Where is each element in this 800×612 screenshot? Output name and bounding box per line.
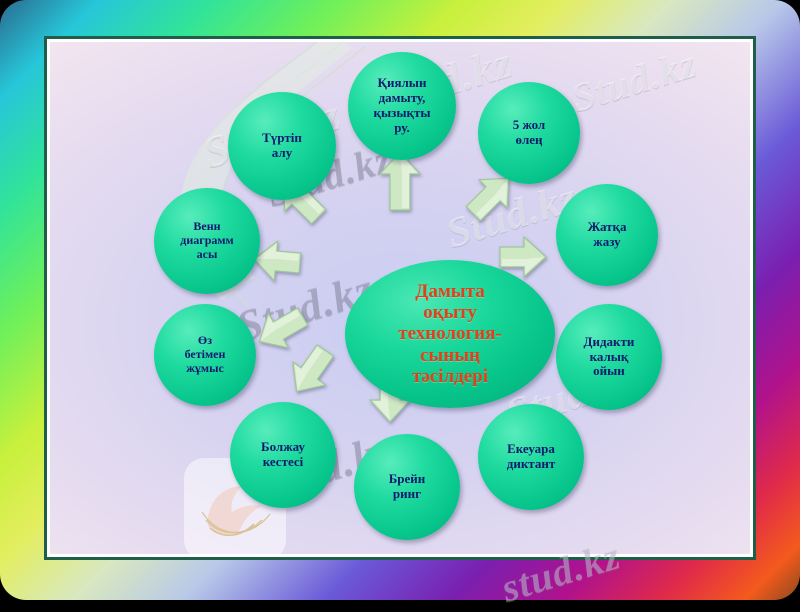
arrow-to-oz-betimen-zhumys [258, 307, 309, 349]
node-zhatqa-zhazu-label: Жатқа жазу [579, 219, 634, 250]
node-line: ринг [392, 486, 422, 501]
node-brein-ring[interactable]: Брейн ринг [354, 434, 460, 540]
node-venn-diagrammasy-label: Венн диаграмм асы [172, 220, 241, 261]
center-node[interactable]: Дамыта оқыту технология- сының тәсілдері [345, 260, 555, 408]
node-zhatqa-zhazu[interactable]: Жатқа жазу [556, 184, 658, 286]
node-line: ру. [394, 119, 410, 135]
node-didaktikalyq-oiyn[interactable]: Дидакти калық ойын [556, 304, 662, 410]
diagram-panel: Stud.kz - Stud.kz Stud.kz Stud.kz Stud.k… [50, 42, 750, 554]
node-didaktikalyq-oiyn-label: Дидакти калық ойын [576, 333, 643, 379]
node-line: дамыту, [378, 90, 426, 106]
node-bolzhau-kestesi-label: Болжау кестесі [253, 439, 313, 470]
center-line-4: сының [420, 344, 480, 366]
node-line: диктант [506, 456, 556, 471]
node-line: бетімен [184, 347, 226, 362]
center-line-2: оқыту [423, 302, 477, 324]
center-line-1: Дамыта [415, 280, 485, 302]
node-line: қызықты [373, 105, 431, 120]
arrow-to-bes-zhol-olen [465, 177, 510, 222]
node-kiyalyn-damytu-label: Қиялын дамыту, қызықты ру. [365, 76, 438, 135]
node-line: Венн [193, 219, 221, 234]
watermark: Stud.kz [566, 42, 702, 121]
arrow-to-bolzhau-kestesi [292, 343, 335, 393]
node-line: жазу [593, 234, 621, 249]
node-line: алу [271, 145, 293, 160]
node-line: кестесі [262, 454, 304, 469]
node-line: асы [196, 246, 218, 261]
node-turtip-alu-label: Түртіп алу [254, 130, 310, 161]
node-line: Болжау [261, 439, 305, 455]
center-line-5: тәсілдері [411, 365, 489, 387]
node-ekeuara-diktant-label: Екеуара диктант [499, 441, 563, 472]
node-line: 5 жол [512, 117, 546, 133]
arrow-to-zhatqa-zhazu [499, 235, 547, 279]
node-kiyalyn-damytu[interactable]: Қиялын дамыту, қызықты ру. [348, 52, 456, 160]
center-line-3: технология- [398, 323, 502, 345]
node-turtip-alu[interactable]: Түртіп алу [228, 92, 336, 200]
node-bes-zhol-olen-label: 5 жол өлең [505, 117, 553, 148]
node-bolzhau-kestesi[interactable]: Болжау кестесі [230, 402, 336, 508]
node-oz-betimen-zhumys[interactable]: Өз бетімен жұмыс [154, 304, 256, 406]
node-bes-zhol-olen[interactable]: 5 жол өлең [478, 82, 580, 184]
node-line: Брейн [388, 471, 426, 487]
arrow-to-kiyalyn-damytu [378, 151, 422, 211]
node-line: Өз [197, 333, 213, 348]
node-brein-ring-label: Брейн ринг [381, 471, 434, 502]
node-ekeuara-diktant[interactable]: Екеуара диктант [478, 404, 584, 510]
node-line: Дидакти [583, 333, 635, 349]
node-line: Жатқа [587, 219, 627, 235]
node-line: Түртіп [262, 130, 302, 146]
node-oz-betimen-zhumys-label: Өз бетімен жұмыс [177, 334, 234, 375]
node-line: диаграмм [180, 233, 234, 248]
node-line: өлең [515, 132, 543, 147]
node-line: ойын [593, 363, 625, 379]
node-line: жұмыс [186, 360, 224, 375]
center-node-label: Дамыта оқыту технология- сының тәсілдері [392, 281, 507, 387]
node-line: Екеуара [507, 441, 555, 457]
node-line: калық [589, 348, 629, 364]
node-line: Қиялын [377, 75, 427, 91]
node-venn-diagrammasy[interactable]: Венн диаграмм асы [154, 188, 260, 294]
